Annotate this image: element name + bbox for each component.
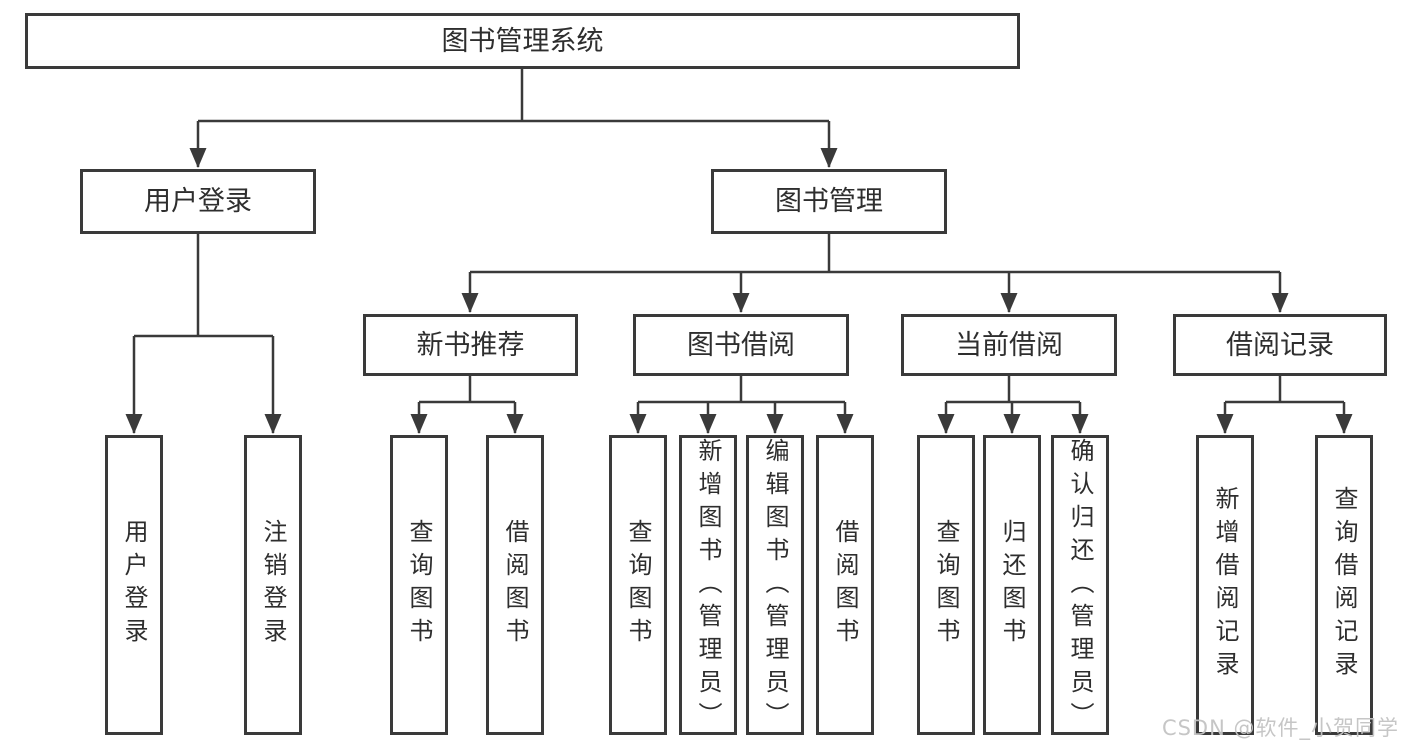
node-library-management-system: 图书管理系统 (25, 13, 1020, 69)
leaf-add-book-admin: 新增图书（管理员） (679, 435, 737, 735)
leaf-add-borrow-record: 新增借阅记录 (1196, 435, 1254, 735)
leaf-query-books-borrow: 查询图书 (609, 435, 667, 735)
leaf-query-borrow-record: 查询借阅记录 (1315, 435, 1373, 735)
leaf-confirm-return-admin: 确认归还（管理员） (1051, 435, 1109, 735)
leaf-return-books: 归还图书 (983, 435, 1041, 735)
leaf-borrow-books-recommend: 借阅图书 (486, 435, 544, 735)
node-user-login: 用户登录 (80, 169, 316, 234)
node-current-borrow: 当前借阅 (901, 314, 1117, 376)
leaf-query-books-recommend: 查询图书 (390, 435, 448, 735)
leaf-edit-book-admin: 编辑图书（管理员） (746, 435, 804, 735)
node-new-book-recommend: 新书推荐 (363, 314, 578, 376)
leaf-query-books-current: 查询图书 (917, 435, 975, 735)
leaf-user-login: 用户登录 (105, 435, 163, 735)
node-book-management: 图书管理 (711, 169, 947, 234)
node-book-borrow: 图书借阅 (633, 314, 849, 376)
csdn-watermark: CSDN @软件_小贺同学 (1161, 716, 1399, 740)
leaf-borrow-books: 借阅图书 (816, 435, 874, 735)
node-borrow-records: 借阅记录 (1173, 314, 1387, 376)
leaf-logout: 注销登录 (244, 435, 302, 735)
